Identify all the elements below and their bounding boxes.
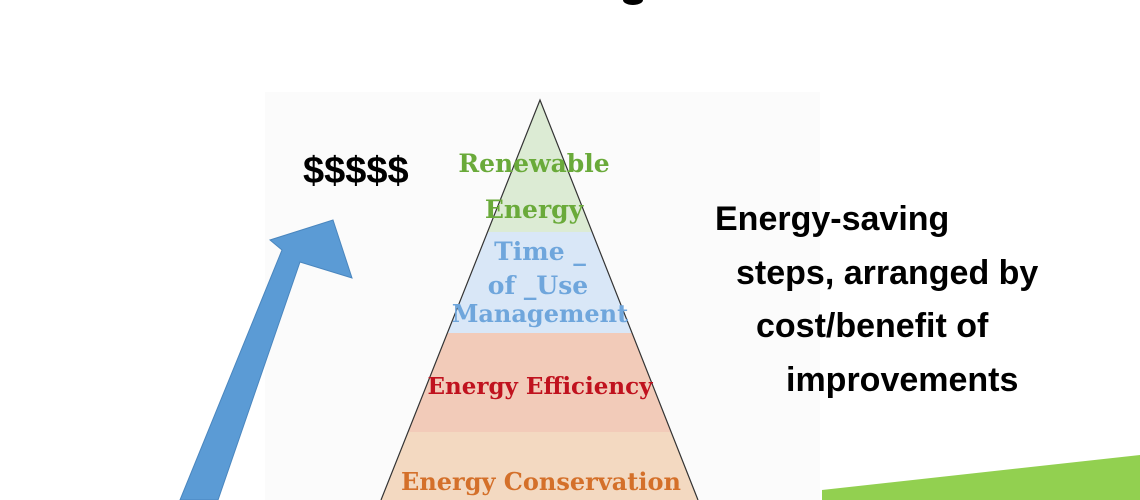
cost-arrow-icon	[179, 219, 353, 500]
level-label: Management	[452, 299, 628, 328]
description-line: steps, arranged by	[736, 254, 1038, 292]
level-label: Energy Efficiency	[427, 373, 653, 400]
pyramid-outline	[380, 98, 699, 500]
level-label: of _Use	[488, 271, 588, 300]
description-line: cost/benefit of	[756, 307, 989, 345]
cut-off-title-glyph	[623, 0, 643, 5]
pyramid-level-efficiency	[408, 333, 671, 432]
level-label: Energy	[485, 195, 585, 224]
description-line: Energy-saving	[715, 200, 949, 238]
level-label: Energy Conservation	[401, 467, 681, 496]
level-label: Renewable	[458, 149, 609, 178]
level-label: Time _	[494, 237, 586, 266]
pyramid-level-conservation	[381, 432, 698, 500]
cost-label: $$$$$	[303, 150, 409, 192]
pyramid-level-time-of-use	[448, 232, 632, 333]
green-accent-shape	[822, 455, 1140, 500]
description-line: improvements	[786, 361, 1018, 399]
pyramid-level-renewable	[488, 100, 592, 232]
